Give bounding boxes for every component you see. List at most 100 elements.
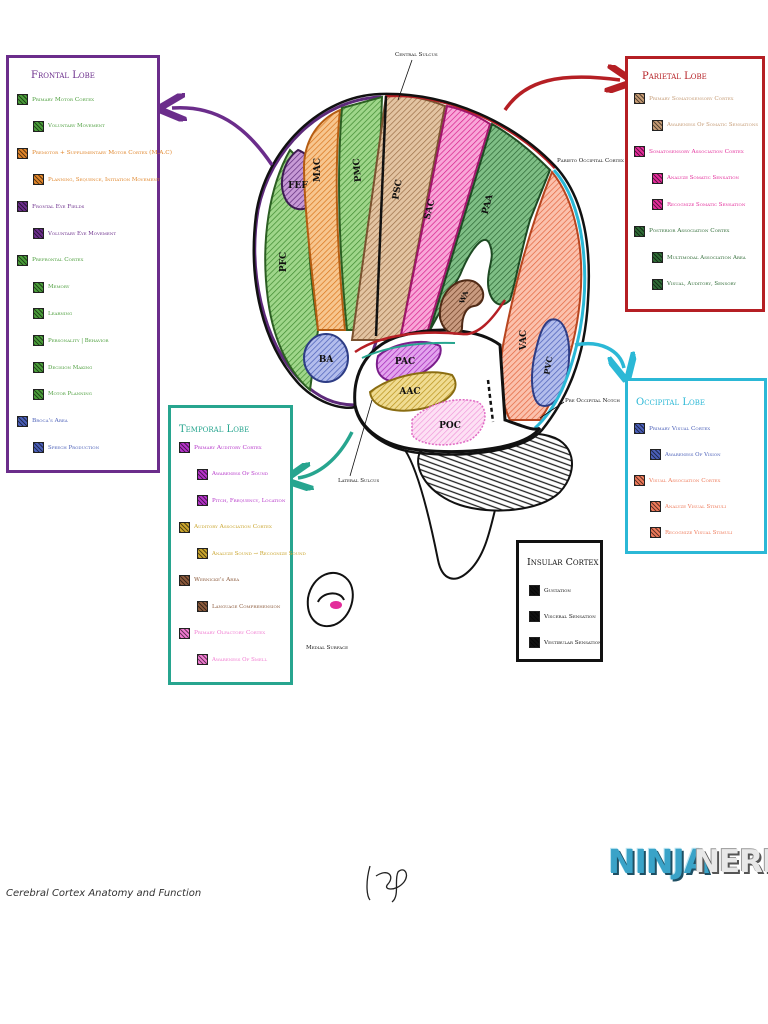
legend-parietal-item: Visual, Auditory, Sensory [652, 278, 737, 290]
legend-frontal-item: Decision Making [33, 362, 92, 373]
legend-swatch [33, 308, 44, 320]
region-paa [429, 122, 552, 331]
legend-frontal-item: Voluntary Movement [33, 120, 105, 132]
arrow-temporal [298, 431, 354, 478]
legend-frontal-item: Prefrontal Cortex [17, 254, 83, 266]
legend-swatch [17, 147, 28, 159]
legend-insular-item: Visceral Sensation [529, 611, 596, 622]
annot-central-sulcus: Central Sulcus [395, 52, 438, 58]
legend-label: Vestibular Sensation [544, 639, 602, 646]
label-pvc: PVC [542, 355, 555, 375]
legend-frontal-item: Frontal Eye Fields [17, 201, 85, 213]
legend-parietal-item: Posterior Association Cortex [634, 225, 729, 237]
annotations: Central Sulcus Parieto Occipital Cortex … [306, 52, 624, 651]
brand-word-nerd: NERD [694, 844, 768, 880]
legend-swatch [179, 442, 190, 453]
legend-label: Wernicke's Area [194, 577, 240, 583]
legend-occipital-item: Awareness Of Vision [650, 449, 721, 460]
occipital-lobe-outline [533, 169, 587, 430]
brand-word-ninja: NINJA [608, 842, 709, 881]
legend-label: Visceral Sensation [544, 613, 596, 620]
legend-label: Motor Planning [48, 391, 92, 398]
legend-label: Recognize Visual Stimuli [665, 529, 733, 536]
legend-frontal-item: Learning [33, 308, 72, 320]
legend-label: Somatosensory Association Cortex [649, 148, 744, 155]
legend-swatch [652, 172, 663, 184]
legend-temporal-item: Language Comprehension [197, 601, 280, 612]
legend-label: Analyze Visual Stimuli [665, 503, 727, 510]
legend-temporal-item: Awareness Of Sound [197, 468, 269, 480]
legend-label: Visual, Auditory, Sensory [667, 281, 737, 287]
legend-label: Frontal Eye Fields [32, 203, 85, 210]
legend-temporal-item: Analyze Sound → Recognize Sound [197, 548, 306, 559]
legend-temporal-title: Temporal Lobe [179, 424, 250, 435]
legend-swatch [179, 627, 190, 639]
legend-insular-item: Gustation [529, 585, 571, 596]
legend-label: Awareness Of Somatic Sensations [667, 122, 759, 128]
legend-label: Recognize Somatic Sensation [667, 201, 746, 208]
legend-occipital-item: Visual Association Cortex [634, 475, 720, 486]
legend-temporal-item: Primary Auditory Cortex [179, 442, 262, 453]
legend-swatch [650, 449, 661, 460]
legend-swatch [634, 225, 645, 237]
legend-swatch [33, 174, 44, 186]
brand-logo: NINJA NERD [606, 836, 768, 922]
legend-label: Auditory Association Cortex [194, 524, 272, 530]
annot-parieto-occipital: Parieto Occipital Cortex [557, 158, 624, 164]
legend-swatch [634, 475, 645, 486]
legend-swatch [197, 468, 208, 480]
region-sac [398, 104, 492, 342]
legend-swatch [529, 585, 540, 596]
legend-label: Memory [48, 284, 70, 291]
legend-insular-title: Insular Cortex [527, 557, 599, 568]
legend-label: Awareness Of Smell [212, 656, 268, 663]
legend-swatch [17, 254, 28, 266]
legend-parietal-title: Parietal Lobe [642, 71, 707, 82]
legend-frontal-item: Personality | Behavior [33, 335, 109, 347]
legend-swatch [652, 278, 663, 290]
legend-label: Premotor + Supplementary Motor Cortex (M… [32, 150, 172, 157]
legend-swatch [529, 611, 540, 622]
legend-label: Personality | Behavior [48, 337, 109, 344]
legend-label: Voluntary Movement [48, 123, 105, 130]
legend-label: Awareness Of Vision [665, 451, 721, 458]
legend-swatch [33, 228, 44, 239]
lateral-sulcus-inner [361, 341, 456, 359]
region-mac [302, 108, 347, 331]
legend-occipital-item: Analyze Visual Stimuli [650, 501, 726, 512]
label-psc: PSC [391, 179, 404, 201]
legend-parietal-item: Analyze Somatic Sensation [652, 172, 740, 184]
arrow-frontal [172, 108, 274, 166]
signature: John G [366, 865, 408, 917]
annot-central-sulcus-leader [397, 59, 413, 101]
legend-occipital-item: Recognize Visual Stimuli [650, 527, 732, 538]
legend-swatch [179, 574, 190, 586]
preoccipital-dash-line [486, 379, 495, 423]
region-poc [411, 398, 486, 446]
legend-label: Gustation [544, 587, 571, 594]
legend-swatch [33, 281, 44, 293]
legend-frontal-item: Broca's Area [17, 415, 68, 427]
label-poc: POC [439, 421, 461, 431]
legend-frontal-item: Voluntary Eye Movement [33, 228, 116, 239]
legend-label: Multimodal Association Area [667, 254, 746, 261]
legend-swatch [33, 362, 44, 373]
legend-frontal-item: Memory [33, 281, 70, 293]
legend-label: Analyze Somatic Sensation [667, 175, 740, 181]
region-pvc [531, 318, 571, 407]
legend-frontal-item: Primary Motor Cortex [17, 94, 94, 105]
legend-parietal: Parietal Lobe Primary Somatosensory Cort… [625, 56, 765, 312]
legend-occipital-item: Primary Visual Cortex [634, 423, 710, 434]
annot-lateral-sulcus-leader [349, 399, 373, 477]
annot-pre-occipital-notch: Pre Occipital Notch [565, 398, 620, 404]
region-ba [303, 333, 349, 383]
legend-frontal-item: Motor Planning [33, 388, 92, 400]
legend-swatch [17, 94, 28, 105]
legend-frontal-item: Premotor + Supplementary Motor Cortex (M… [17, 147, 172, 159]
medial-surface-sketch [306, 571, 354, 628]
legend-label: Awareness Of Sound [212, 471, 269, 477]
